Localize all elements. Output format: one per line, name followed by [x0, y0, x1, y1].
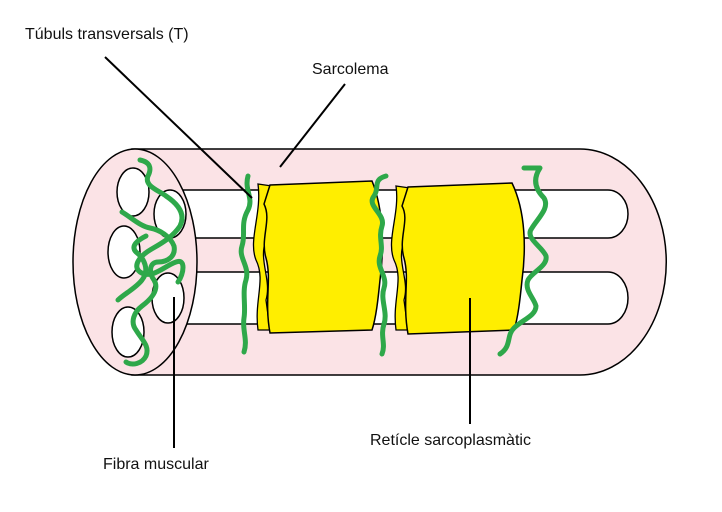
fiber-circle: [111, 306, 145, 358]
t-tubules: [238, 165, 549, 357]
label-reticle-sarcoplasmatic: Retícle sarcoplasmàtic: [370, 432, 531, 449]
fiber-circle: [107, 225, 141, 279]
t-tubule-3: [497, 165, 549, 357]
fiber-circle: [116, 167, 150, 217]
myofibril-rod-lower: [149, 271, 629, 325]
t-tubule-1: [238, 173, 253, 355]
label-tubuls-transversals: Túbuls transversals (T): [25, 26, 189, 43]
myofibril-rod-upper: [149, 189, 629, 239]
t-tubule-2: [369, 173, 389, 357]
label-fibra-muscular: Fibra muscular: [103, 456, 209, 473]
leader-line-sarcolema: [279, 83, 346, 168]
end-cap-tubule-network: [115, 157, 186, 367]
fiber-cross-sections: [107, 167, 187, 358]
reticulum-body: [401, 182, 526, 335]
leader-line-tubuls: [104, 56, 253, 199]
reticulum-body: [263, 180, 384, 334]
sarcoplasmic-reticulum-block-1: [252, 180, 384, 334]
sarcoplasmic-reticulum-block-2: [390, 182, 526, 335]
label-sarcolema: Sarcolema: [312, 61, 389, 78]
